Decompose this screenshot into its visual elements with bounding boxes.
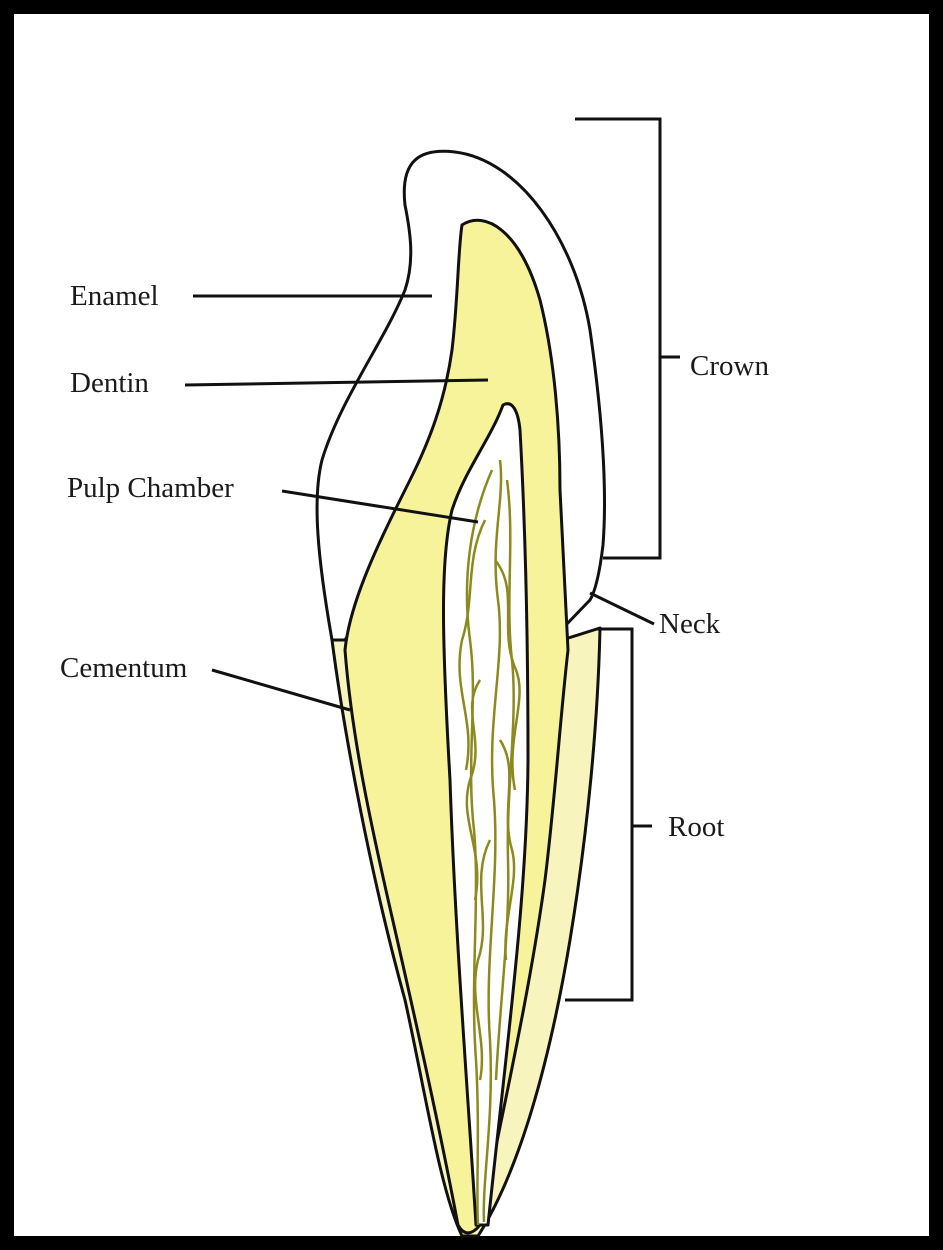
crown-label: Crown — [690, 350, 769, 382]
cementum-label: Cementum — [60, 652, 188, 684]
enamel-label: Enamel — [70, 280, 159, 312]
root-label: Root — [668, 811, 724, 843]
neck-label: Neck — [659, 608, 721, 640]
pulp-chamber-label: Pulp Chamber — [67, 472, 234, 504]
dentin-label: Dentin — [70, 367, 149, 399]
